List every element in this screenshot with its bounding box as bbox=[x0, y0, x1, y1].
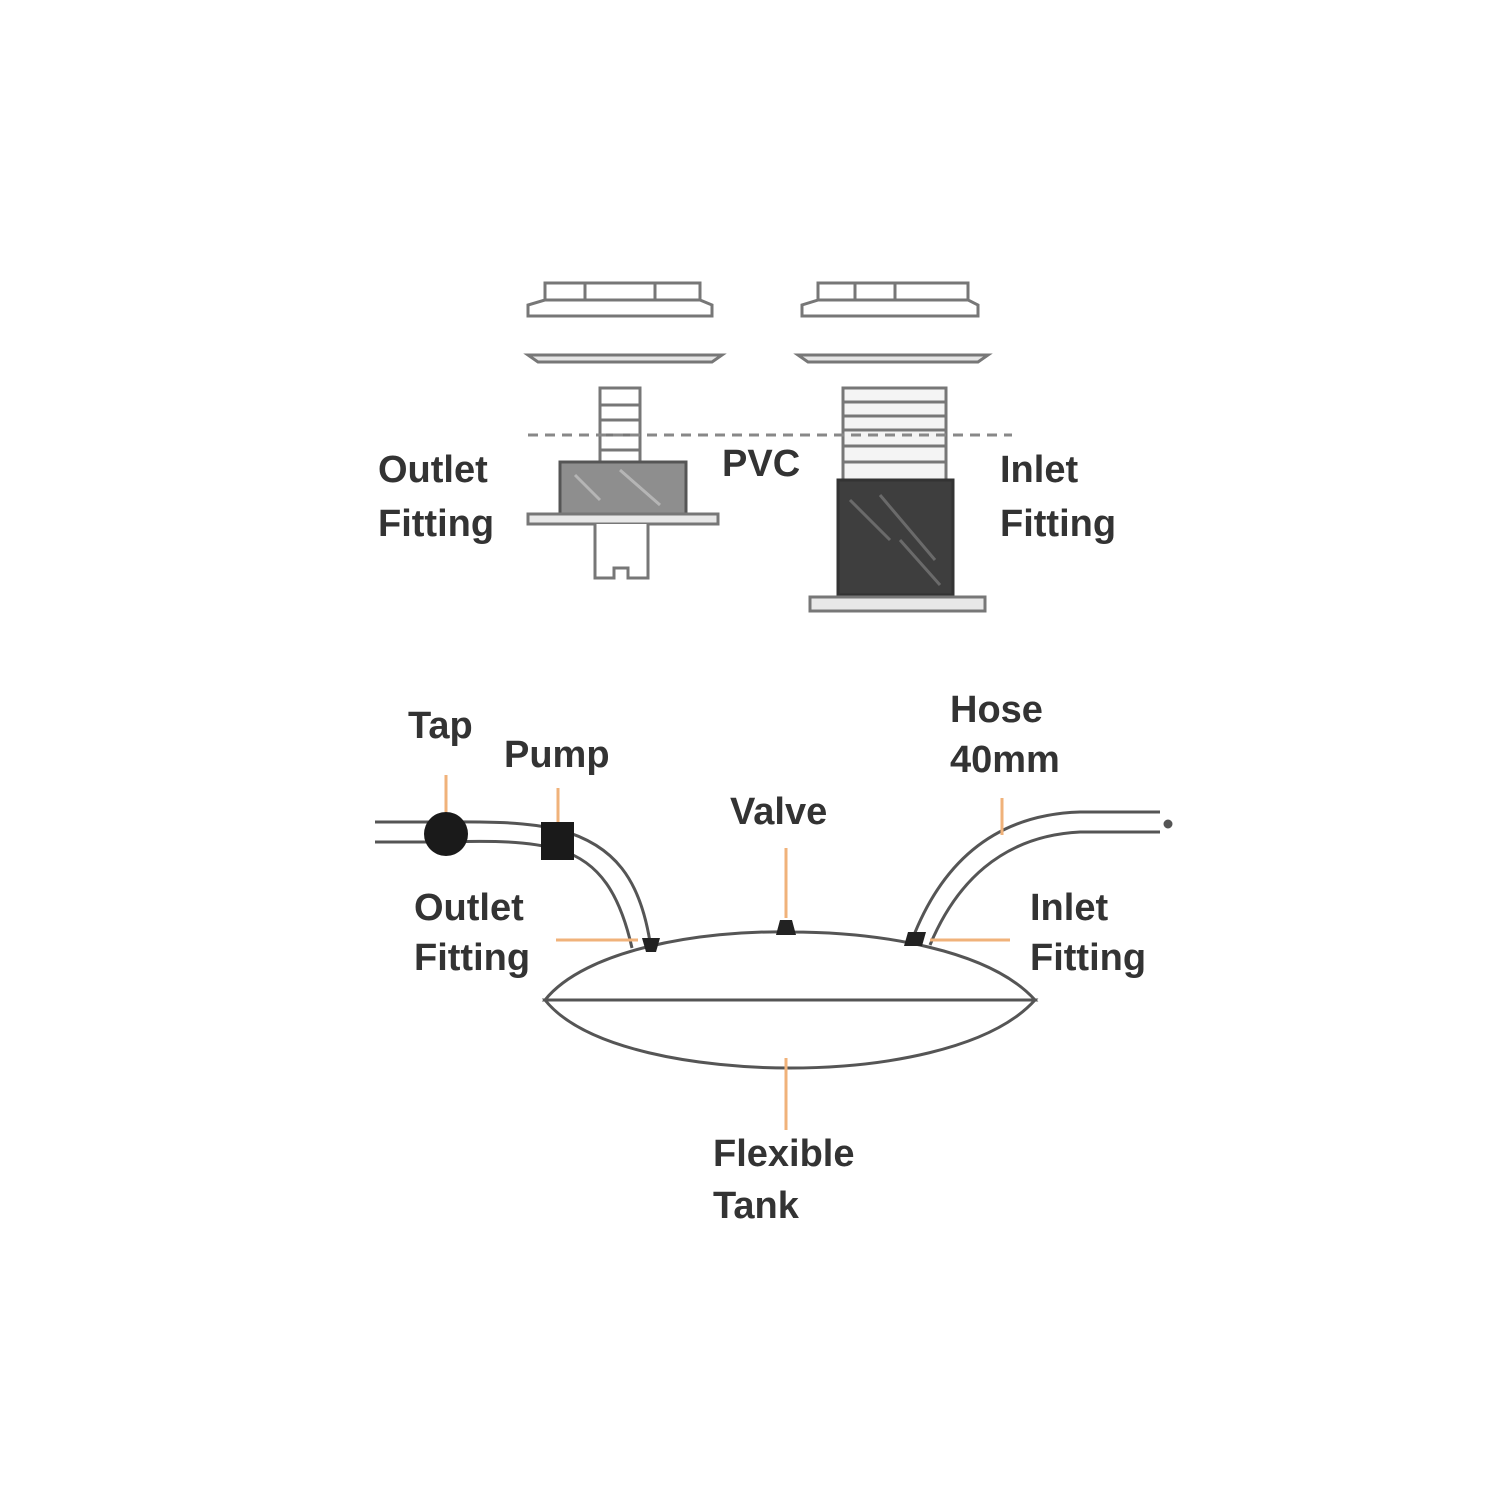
inlet-hose bbox=[910, 810, 1173, 946]
outlet-cap bbox=[526, 281, 714, 318]
inlet-washer bbox=[793, 353, 993, 364]
inlet-body bbox=[836, 478, 955, 597]
pump-icon bbox=[541, 822, 574, 860]
valve-label: Valve bbox=[730, 791, 827, 833]
outlet-nut bbox=[558, 460, 688, 516]
hose-size-label: 40mm bbox=[950, 739, 1060, 781]
outlet-flange bbox=[526, 512, 720, 526]
outlet-spigot bbox=[598, 386, 642, 465]
tank-label: Flexible bbox=[713, 1133, 855, 1175]
outlet-label-2: Fitting bbox=[414, 937, 530, 979]
pvc-label: PVC bbox=[722, 443, 800, 485]
top-inlet-label: Inlet bbox=[1000, 449, 1078, 491]
inlet-fitting-exploded bbox=[793, 281, 993, 613]
inlet-label: Inlet bbox=[1030, 887, 1108, 929]
valve-icon bbox=[776, 920, 796, 935]
flexible-tank bbox=[541, 930, 1039, 1070]
inlet-fitting-icon bbox=[904, 932, 926, 946]
outlet-fitting-icon bbox=[642, 938, 660, 952]
pump-label: Pump bbox=[504, 734, 610, 776]
outlet-label: Outlet bbox=[414, 887, 524, 929]
outlet-lower-pipe bbox=[593, 524, 650, 580]
tank-label-2: Tank bbox=[713, 1185, 800, 1227]
outlet-hose bbox=[375, 820, 652, 949]
tap-icon bbox=[424, 812, 468, 856]
tap-label: Tap bbox=[408, 705, 473, 747]
top-inlet-label-2: Fitting bbox=[1000, 503, 1116, 545]
inlet-cap bbox=[800, 281, 980, 318]
top-outlet-label: Outlet bbox=[378, 449, 488, 491]
top-outlet-label-2: Fitting bbox=[378, 503, 494, 545]
pointer-lines bbox=[444, 775, 1010, 1130]
outlet-washer bbox=[523, 353, 727, 364]
outlet-fitting-exploded bbox=[523, 281, 727, 580]
hose-label: Hose bbox=[950, 689, 1043, 731]
inlet-flange bbox=[808, 595, 987, 613]
inlet-label-2: Fitting bbox=[1030, 937, 1146, 979]
